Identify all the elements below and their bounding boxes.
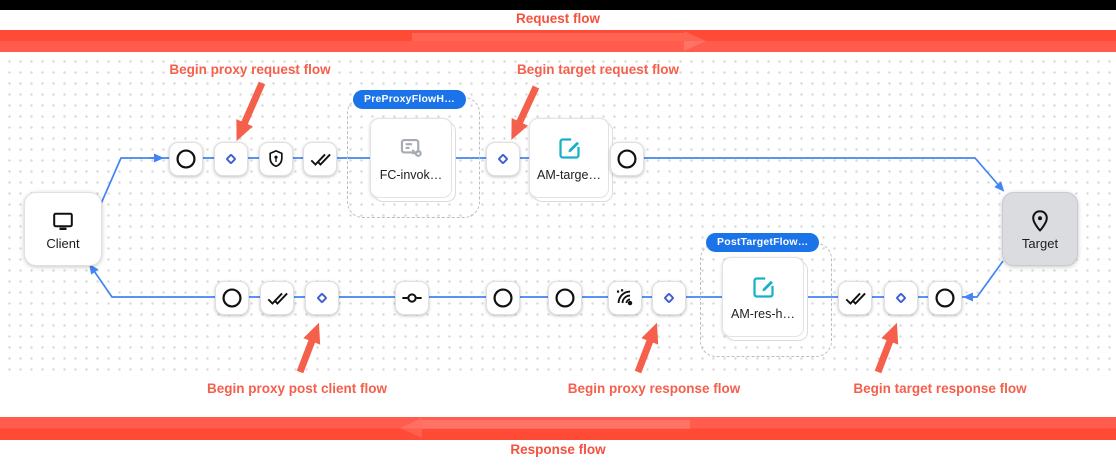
policy-card-assign-message-response[interactable]: AM-res-h…: [722, 257, 804, 337]
request-arrow-body: [412, 32, 684, 41]
place-pin-icon: [1032, 209, 1048, 231]
policy-card-assign-message-target[interactable]: AM-targe…: [529, 118, 609, 198]
begin-proxy-post-client-label: Begin proxy post client flow: [206, 381, 388, 396]
client-node-label: Client: [46, 235, 80, 251]
response-arrow-body: [422, 420, 690, 429]
client-node[interactable]: Client: [24, 192, 102, 266]
monitor-icon: [53, 212, 73, 230]
request-step-end[interactable]: [610, 142, 644, 176]
response-step-commit[interactable]: [395, 281, 429, 315]
request-arrow-head-icon: [684, 31, 706, 51]
policy-card-label: FC-invok…: [379, 167, 443, 182]
target-node-label: Target: [1021, 235, 1059, 251]
circle-icon: [935, 288, 955, 308]
begin-target-request-label: Begin target request flow: [516, 62, 680, 77]
response-arrow-head-icon: [400, 418, 422, 438]
assign-message-icon: [752, 277, 774, 298]
begin-proxy-request-label: Begin proxy request flow: [169, 62, 331, 77]
response-step-start[interactable]: [928, 281, 962, 315]
shield-key-icon: [269, 150, 283, 168]
condition-diamond-icon: [498, 154, 508, 164]
circle-icon: [617, 149, 637, 169]
double-check-icon: [845, 292, 866, 305]
response-step-circle-2[interactable]: [548, 281, 582, 315]
circle-icon: [555, 288, 575, 308]
post-target-flow-hook-badge[interactable]: PostTargetFlow…: [706, 233, 820, 252]
request-step-proxy-condition[interactable]: [214, 142, 248, 176]
request-flow-title: Request flow: [515, 11, 601, 26]
begin-proxy-response-label: Begin proxy response flow: [567, 381, 741, 396]
response-step-signal[interactable]: [608, 281, 642, 315]
condition-diamond-icon: [226, 154, 236, 164]
response-step-target-response-condition[interactable]: [884, 281, 918, 315]
commit-icon: [402, 293, 422, 303]
assign-message-icon: [558, 138, 580, 159]
double-check-icon: [267, 292, 288, 305]
response-flow-title: Response flow: [510, 442, 606, 457]
response-step-verify-target[interactable]: [838, 281, 872, 315]
circle-icon: [493, 288, 513, 308]
response-flow-band: [0, 417, 1116, 440]
response-step-verify[interactable]: [260, 281, 294, 315]
flow-callout-icon: [400, 138, 422, 157]
condition-diamond-icon: [896, 293, 906, 303]
response-step-proxy-response-condition[interactable]: [652, 281, 686, 315]
response-step-circle-1[interactable]: [486, 281, 520, 315]
response-step-post-client-condition[interactable]: [305, 281, 339, 315]
policy-card-flow-callout[interactable]: FC-invok…: [370, 118, 452, 198]
policy-card-label: AM-targe…: [537, 167, 601, 182]
begin-target-response-label: Begin target response flow: [853, 381, 1027, 396]
policy-card-label: AM-res-h…: [731, 306, 795, 321]
pre-proxy-flow-hook-badge[interactable]: PreProxyFlowH…: [353, 90, 466, 109]
signal-waves-icon: [616, 289, 633, 306]
condition-diamond-icon: [664, 293, 674, 303]
target-node[interactable]: Target: [1002, 192, 1078, 266]
top-black-bar: [0, 0, 1116, 10]
circle-icon: [176, 149, 196, 169]
request-step-start[interactable]: [169, 142, 203, 176]
double-check-icon: [310, 153, 331, 166]
diagram-canvas: [0, 52, 1116, 373]
condition-diamond-icon: [317, 293, 327, 303]
request-step-verify[interactable]: [303, 142, 337, 176]
circle-icon: [222, 288, 242, 308]
request-step-target-condition[interactable]: [486, 142, 520, 176]
request-step-security[interactable]: [259, 142, 293, 176]
request-flow-band: [0, 30, 1116, 52]
response-step-end[interactable]: [215, 281, 249, 315]
